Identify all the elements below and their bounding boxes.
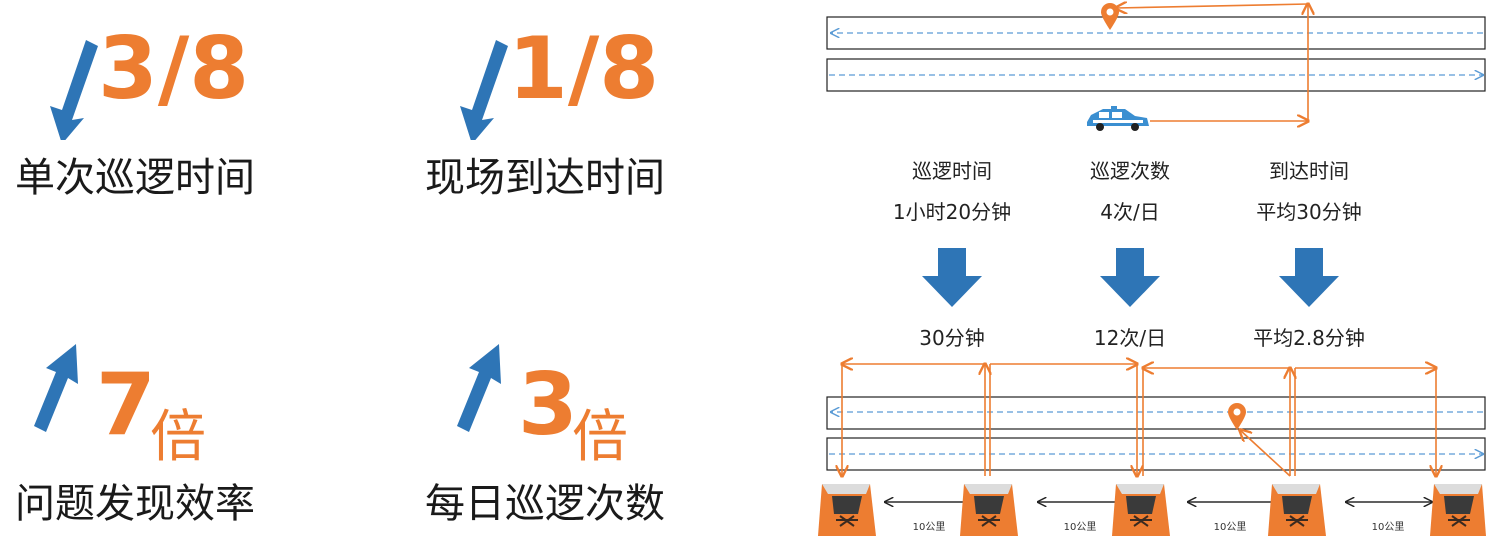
arrow-up-icon: [457, 344, 501, 432]
metric-label: 现场到达时间: [425, 155, 665, 201]
distance-label: 10公里: [912, 522, 946, 533]
column-before: 平均30分钟: [1256, 200, 1362, 224]
column-after: 12次/日: [1093, 326, 1167, 350]
metric-label: 问题发现效率: [15, 481, 255, 527]
location-pin-icon: [1228, 403, 1246, 430]
arrow-up-icon: [34, 344, 78, 432]
metric-unit: 倍: [150, 405, 206, 470]
metric-value: 3: [518, 355, 578, 455]
metric-value: 7: [96, 355, 156, 455]
drone-station-icon: [1430, 484, 1486, 536]
metric-value: 3/8: [98, 19, 250, 119]
column-before: 1小时20分钟: [892, 200, 1012, 224]
column-after: 平均2.8分钟: [1253, 326, 1365, 350]
drone-station-icon: [1268, 484, 1326, 536]
arrow-down-icon: [460, 40, 508, 140]
metric-unit: 倍: [572, 405, 628, 470]
drone-station-icon: [960, 484, 1018, 536]
route-before: [1116, 4, 1308, 121]
distance-label: 10公里: [1063, 522, 1097, 533]
route-after: [842, 364, 1436, 476]
road-before: [826, 16, 1486, 92]
column-after: 30分钟: [919, 326, 985, 350]
drone-station-icon: [818, 484, 876, 536]
road-after: [826, 396, 1486, 471]
drone-stations: [818, 484, 1486, 536]
distance-label: 10公里: [1213, 522, 1247, 533]
column-before: 4次/日: [1100, 200, 1160, 224]
metric-1: 3/8: [40, 20, 300, 220]
arrow-down-icon: [922, 248, 1339, 307]
distance-label: 10公里: [1371, 522, 1405, 533]
column-title: 巡逻时间: [912, 159, 992, 183]
metric-label: 单次巡逻时间: [15, 155, 255, 201]
metric-2: 1/8: [450, 20, 710, 220]
drone-station-icon: [1112, 484, 1170, 536]
patrol-car-icon: [1087, 106, 1149, 131]
metric-label: 每日巡逻次数: [425, 481, 665, 527]
location-pin-icon: [1101, 3, 1119, 30]
metric-value: 1/8: [508, 19, 660, 119]
column-title: 巡逻次数: [1090, 159, 1170, 183]
column-title: 到达时间: [1269, 159, 1349, 183]
arrow-down-icon: [50, 40, 98, 140]
